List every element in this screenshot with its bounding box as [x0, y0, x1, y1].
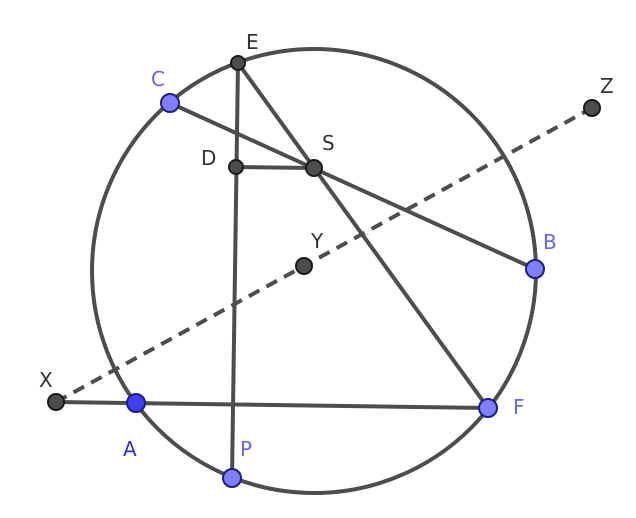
segment-cb	[168, 101, 537, 271]
segment-xf	[54, 400, 490, 410]
point-p[interactable]	[222, 468, 242, 488]
point-y[interactable]	[295, 257, 313, 275]
label-s: S	[322, 131, 335, 155]
segment-ef	[236, 61, 490, 410]
label-e: E	[246, 30, 259, 54]
point-x[interactable]	[47, 393, 65, 411]
point-b[interactable]	[525, 259, 545, 279]
label-f: F	[513, 395, 525, 419]
point-s[interactable]	[305, 159, 323, 177]
label-z: Z	[600, 74, 614, 98]
label-d: D	[201, 146, 216, 170]
label-b: B	[543, 230, 557, 254]
label-a: A	[123, 437, 137, 461]
circle	[90, 47, 538, 495]
segment-ep	[230, 61, 240, 480]
point-e[interactable]	[230, 55, 246, 71]
point-d[interactable]	[228, 159, 244, 175]
label-p: P	[240, 437, 252, 461]
point-z[interactable]	[583, 99, 601, 117]
point-f[interactable]	[478, 398, 498, 418]
point-a[interactable]	[126, 393, 146, 413]
label-c: C	[151, 67, 165, 91]
label-y: Y	[310, 229, 324, 253]
segment-ds	[234, 165, 316, 170]
point-c[interactable]	[160, 93, 180, 113]
label-x: X	[39, 368, 53, 392]
dashed-line-xz	[55, 106, 593, 404]
